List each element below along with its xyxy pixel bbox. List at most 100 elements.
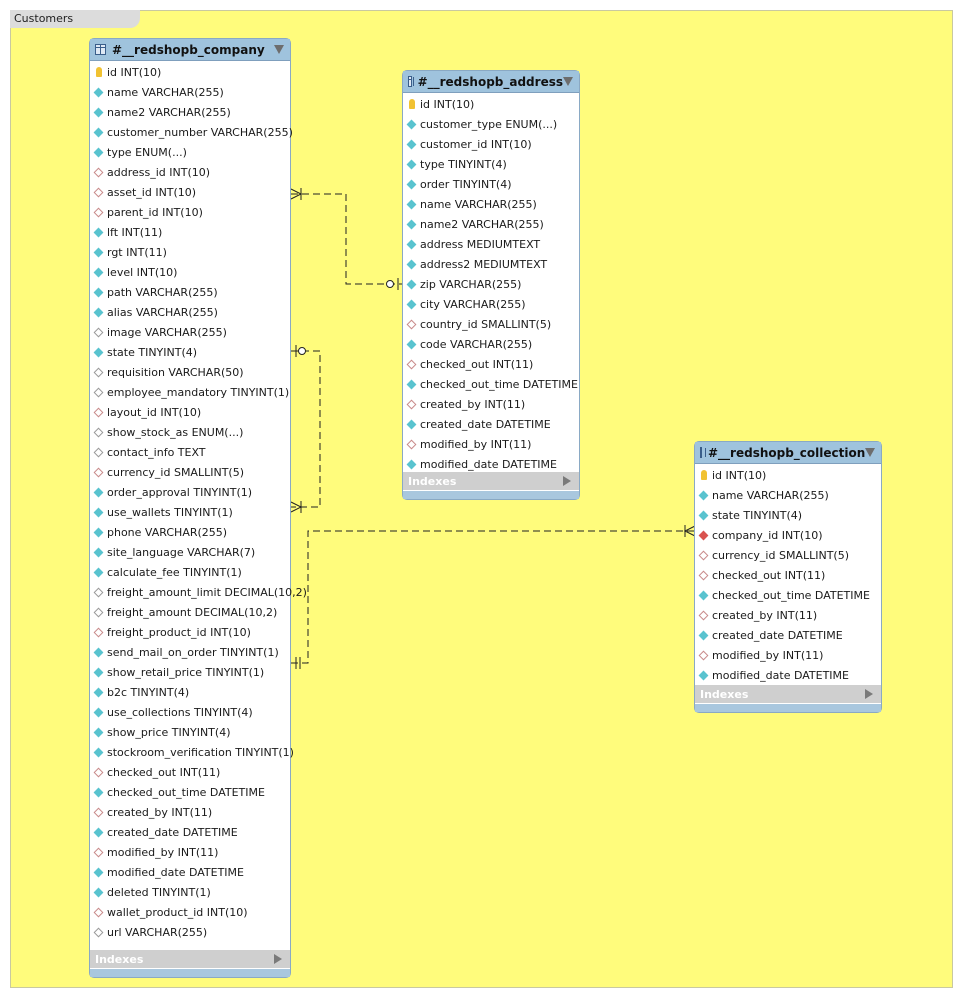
column-row[interactable]: modified_date DATETIME bbox=[403, 454, 579, 474]
column-row[interactable]: lft INT(11) bbox=[90, 222, 290, 242]
column-row[interactable]: customer_type ENUM(...) bbox=[403, 114, 579, 134]
not-null-column-icon bbox=[93, 727, 104, 737]
table-header[interactable]: #__redshopb_company bbox=[90, 39, 290, 61]
expand-arrow-icon[interactable] bbox=[563, 476, 571, 486]
column-row[interactable]: b2c TINYINT(4) bbox=[90, 682, 290, 702]
column-row[interactable]: order_approval TINYINT(1) bbox=[90, 482, 290, 502]
column-row[interactable]: id INT(10) bbox=[90, 62, 290, 82]
column-row[interactable]: created_date DATETIME bbox=[90, 822, 290, 842]
column-row[interactable]: modified_by INT(11) bbox=[403, 434, 579, 454]
column-row[interactable]: layout_id INT(10) bbox=[90, 402, 290, 422]
column-row[interactable]: created_by INT(11) bbox=[90, 802, 290, 822]
column-row[interactable]: company_id INT(10) bbox=[695, 525, 881, 545]
column-row[interactable]: checked_out INT(11) bbox=[695, 565, 881, 585]
column-row[interactable]: employee_mandatory TINYINT(1) bbox=[90, 382, 290, 402]
column-row[interactable]: address2 MEDIUMTEXT bbox=[403, 254, 579, 274]
column-row[interactable]: url VARCHAR(255) bbox=[90, 922, 290, 942]
column-row[interactable]: freight_amount_limit DECIMAL(10,2) bbox=[90, 582, 307, 602]
column-row[interactable]: use_wallets TINYINT(1) bbox=[90, 502, 290, 522]
column-row[interactable]: image VARCHAR(255) bbox=[90, 322, 290, 342]
column-row[interactable]: rgt INT(11) bbox=[90, 242, 290, 262]
column-row[interactable]: path VARCHAR(255) bbox=[90, 282, 290, 302]
column-row[interactable]: order TINYINT(4) bbox=[403, 174, 579, 194]
column-row[interactable]: state TINYINT(4) bbox=[695, 505, 881, 525]
column-label: customer_type ENUM(...) bbox=[420, 117, 558, 131]
column-row[interactable]: created_by INT(11) bbox=[695, 605, 881, 625]
column-row[interactable]: site_language VARCHAR(7) bbox=[90, 542, 290, 562]
collapse-arrow-icon[interactable] bbox=[563, 77, 573, 86]
column-row[interactable]: state TINYINT(4) bbox=[90, 342, 290, 362]
column-row[interactable]: checked_out INT(11) bbox=[90, 762, 290, 782]
column-row[interactable]: code VARCHAR(255) bbox=[403, 334, 579, 354]
column-row[interactable]: id INT(10) bbox=[695, 465, 881, 485]
column-row[interactable]: created_by INT(11) bbox=[403, 394, 579, 414]
not-null-column-icon bbox=[93, 487, 104, 497]
column-row[interactable]: show_retail_price TINYINT(1) bbox=[90, 662, 290, 682]
expand-arrow-icon[interactable] bbox=[274, 954, 282, 964]
collapse-arrow-icon[interactable] bbox=[865, 448, 876, 457]
column-row[interactable]: modified_date DATETIME bbox=[90, 862, 290, 882]
not-null-column-icon bbox=[93, 87, 104, 97]
column-row[interactable]: currency_id SMALLINT(5) bbox=[90, 462, 290, 482]
column-row[interactable]: name2 VARCHAR(255) bbox=[403, 214, 579, 234]
column-row[interactable]: show_stock_as ENUM(...) bbox=[90, 422, 290, 442]
expand-arrow-icon[interactable] bbox=[865, 689, 873, 699]
table-company[interactable]: #__redshopb_company id INT(10)name VARCH… bbox=[89, 38, 307, 978]
column-row[interactable]: freight_amount DECIMAL(10,2) bbox=[90, 602, 290, 622]
column-row[interactable]: level INT(10) bbox=[90, 262, 290, 282]
column-row[interactable]: checked_out_time DATETIME bbox=[90, 782, 290, 802]
not-null-column-icon bbox=[93, 787, 104, 797]
column-row[interactable]: modified_by INT(11) bbox=[695, 645, 881, 665]
column-row[interactable]: zip VARCHAR(255) bbox=[403, 274, 579, 294]
column-row[interactable]: customer_number VARCHAR(255) bbox=[90, 122, 293, 142]
column-row[interactable]: created_date DATETIME bbox=[403, 414, 579, 434]
column-row[interactable]: modified_by INT(11) bbox=[90, 842, 290, 862]
column-row[interactable]: use_collections TINYINT(4) bbox=[90, 702, 290, 722]
table-header[interactable]: #__redshopb_collection bbox=[695, 442, 881, 464]
indexes-section[interactable]: Indexes bbox=[90, 950, 290, 968]
column-row[interactable]: parent_id INT(10) bbox=[90, 202, 290, 222]
optional-circle-address bbox=[386, 280, 394, 288]
column-row[interactable]: requisition VARCHAR(50) bbox=[90, 362, 290, 382]
not-null-column-icon bbox=[93, 227, 104, 237]
column-row[interactable]: id INT(10) bbox=[403, 94, 579, 114]
not-null-column-icon bbox=[93, 687, 104, 697]
column-row[interactable]: name VARCHAR(255) bbox=[90, 82, 290, 102]
column-row[interactable]: freight_product_id INT(10) bbox=[90, 622, 290, 642]
column-row[interactable]: name VARCHAR(255) bbox=[403, 194, 579, 214]
column-row[interactable]: customer_id INT(10) bbox=[403, 134, 579, 154]
column-row[interactable]: contact_info TEXT bbox=[90, 442, 290, 462]
table-address[interactable]: #__redshopb_address id INT(10) customer_t… bbox=[402, 70, 580, 500]
indexes-section[interactable]: Indexes bbox=[695, 685, 881, 703]
column-row[interactable]: type ENUM(...) bbox=[90, 142, 290, 162]
column-row[interactable]: currency_id SMALLINT(5) bbox=[695, 545, 881, 565]
column-row[interactable]: address_id INT(10) bbox=[90, 162, 290, 182]
column-row[interactable]: send_mail_on_order TINYINT(1) bbox=[90, 642, 290, 662]
column-row[interactable]: deleted TINYINT(1) bbox=[90, 882, 290, 902]
column-row[interactable]: type TINYINT(4) bbox=[403, 154, 579, 174]
collapse-arrow-icon[interactable] bbox=[274, 45, 284, 54]
not-null-column-icon bbox=[93, 887, 104, 897]
column-row[interactable]: calculate_fee TINYINT(1) bbox=[90, 562, 290, 582]
column-row[interactable]: modified_date DATETIME bbox=[695, 665, 881, 685]
column-row[interactable]: alias VARCHAR(255) bbox=[90, 302, 290, 322]
column-row[interactable]: created_date DATETIME bbox=[695, 625, 881, 645]
indexes-section[interactable]: Indexes bbox=[403, 472, 579, 490]
column-label: show_stock_as ENUM(...) bbox=[107, 425, 244, 439]
column-row[interactable]: stockroom_verification TINYINT(1) bbox=[90, 742, 294, 762]
column-row[interactable]: city VARCHAR(255) bbox=[403, 294, 579, 314]
table-collection[interactable]: #__redshopb_collection id INT(10)name VA… bbox=[694, 441, 882, 713]
column-row[interactable]: address MEDIUMTEXT bbox=[403, 234, 579, 254]
column-row[interactable]: asset_id INT(10) bbox=[90, 182, 290, 202]
column-row[interactable]: phone VARCHAR(255) bbox=[90, 522, 290, 542]
column-row[interactable]: checked_out INT(11) bbox=[403, 354, 579, 374]
column-row[interactable]: checked_out_time DATETIME bbox=[403, 374, 579, 394]
table-header[interactable]: #__redshopb_address bbox=[403, 71, 579, 93]
column-row[interactable]: name2 VARCHAR(255) bbox=[90, 102, 290, 122]
column-row[interactable]: name VARCHAR(255) bbox=[695, 485, 881, 505]
column-row[interactable]: country_id SMALLINT(5) bbox=[403, 314, 579, 334]
column-label: address2 MEDIUMTEXT bbox=[420, 257, 548, 271]
column-row[interactable]: checked_out_time DATETIME bbox=[695, 585, 881, 605]
column-row[interactable]: show_price TINYINT(4) bbox=[90, 722, 290, 742]
column-row[interactable]: wallet_product_id INT(10) bbox=[90, 902, 290, 922]
